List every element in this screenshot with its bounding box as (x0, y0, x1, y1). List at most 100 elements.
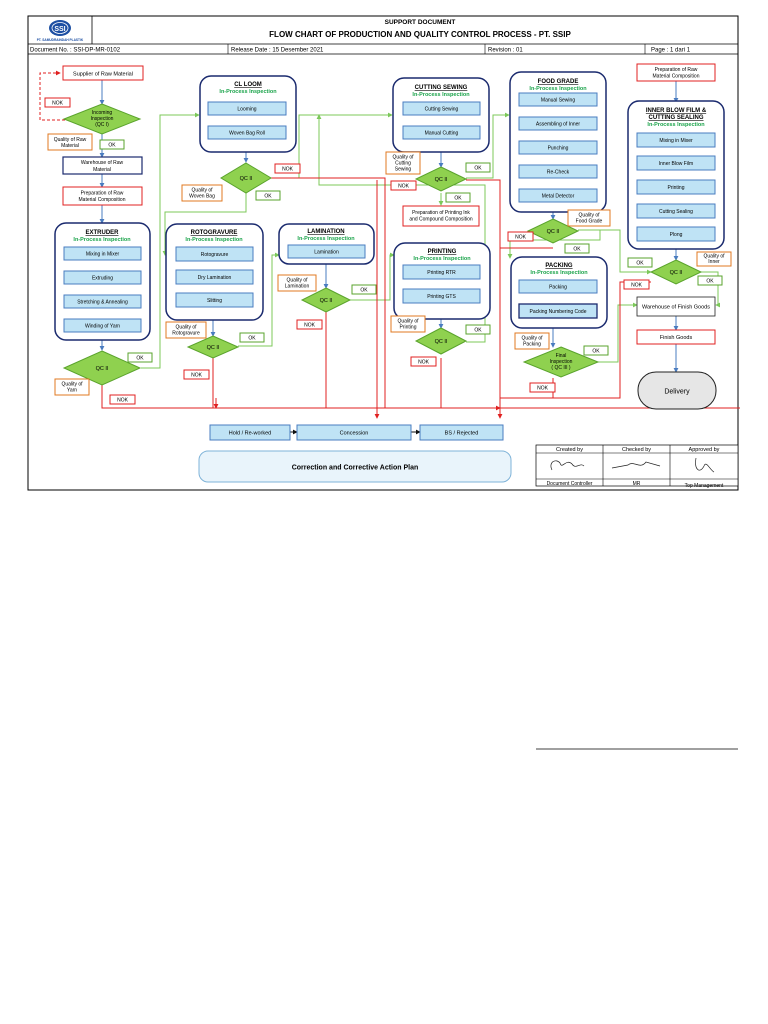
role-mr: MR (633, 481, 641, 487)
ok-badge (627, 257, 653, 268)
nok-text: NOK (537, 386, 549, 392)
disposition-concession: Concession (340, 431, 369, 437)
ok-badge (697, 275, 723, 286)
qc2-diamond-food (526, 218, 580, 244)
packing-title: PACKING (545, 263, 573, 269)
step-label: Metal Detector (542, 194, 575, 200)
cutting-title: CUTTING SEWING (415, 85, 468, 91)
ok-badge (351, 284, 377, 295)
signature-checked (611, 461, 661, 469)
disposition-rejected: BS / Rejected (445, 431, 479, 437)
quality-raw-line1: Quality of Raw (54, 137, 87, 143)
quality-printing-box (390, 315, 426, 333)
rotogravure-step: Rotogravure (175, 246, 254, 262)
warehouse-raw-box (62, 156, 143, 175)
inner-step: Mixing in Mixer (636, 132, 716, 148)
prep-raw-line1: Preparation of Raw (81, 191, 124, 197)
quality-lamination-box (277, 274, 317, 292)
supplier-box (62, 65, 144, 81)
warehouse-raw-line1: Warehouse of Raw (81, 160, 124, 166)
role-document-controller: Document Controller (547, 481, 593, 487)
qc2-label: QC II (435, 177, 448, 183)
lamination-step: Lamination (287, 244, 366, 259)
step-label: Printing RTR (427, 270, 456, 276)
qc3-line2: Inspection (550, 359, 573, 365)
qc2-label: QC II (547, 229, 560, 235)
inner-blow-section: Preparation of Raw Material Composition … (623, 63, 732, 290)
food-grade-section: FOOD GRADE In-Process Inspection Manual … (507, 71, 611, 254)
ok-badge (583, 345, 609, 356)
nok-badge (507, 231, 534, 242)
release-date: Release Date : 15 Desember 2021 (231, 48, 324, 54)
warehouse-finish-label: Warehouse of Finish Goods (642, 305, 710, 311)
nok-badge (274, 163, 301, 174)
ok-text: OK (592, 349, 600, 355)
ok-text: OK (474, 328, 482, 334)
food-step: Punching (518, 140, 598, 155)
logo-text: SSI (54, 26, 65, 33)
company-logo: SSI PT. SAMUDRAINDAH PLASTIK (37, 20, 84, 42)
company-name: PT. SAMUDRAINDAH PLASTIK (37, 38, 84, 42)
cutting-sewing-section: CUTTING SEWING In-Process Inspection Cut… (385, 77, 491, 227)
quality-yarn-box (54, 378, 90, 396)
step-label: Slitting (207, 298, 222, 304)
qc2-label: QC II (207, 345, 220, 351)
prep-ink-line2: and Compound Composition (409, 217, 473, 223)
quality-food-box (567, 209, 611, 227)
quality-line1: Quality of (397, 319, 419, 325)
quality-line2: Cutting (395, 161, 411, 167)
printing-step: Printing GTS (402, 288, 481, 304)
disposition-row: Hold / Re-worked Concession BS / Rejecte… (209, 424, 504, 441)
prep-raw-line2: Material Composition (79, 197, 126, 203)
step-label: Lamination (314, 250, 339, 256)
ok-text: OK (706, 279, 714, 285)
quality-line1: Quality of (61, 382, 83, 388)
cutting-step: Cutting Sewing (402, 101, 481, 116)
finish-goods-box (636, 329, 716, 345)
nok-badge-raw (44, 97, 71, 108)
extruder-subtitle: In-Process Inspection (73, 237, 131, 243)
step-label: Rotogravure (201, 252, 229, 258)
step-label: Stretching & Annealing (77, 300, 128, 306)
lamination-title: LAMINATION (307, 229, 344, 235)
extruder-step: Mixing in Mixer (63, 246, 142, 261)
ok-text: OK (264, 194, 272, 200)
inner-title-line1: INNER BLOW FILM & (646, 108, 707, 114)
nok-badge (109, 394, 136, 405)
page-title: FLOW CHART OF PRODUCTION AND QUALITY CON… (269, 30, 571, 39)
delivery-label: Delivery (664, 389, 690, 396)
quality-line2: Woven Bag (189, 194, 215, 200)
lamination-section: LAMINATION In-Process Inspection Laminat… (277, 223, 377, 330)
printing-step: Printing RTR (402, 264, 481, 280)
step-label: Printing GTS (427, 294, 456, 300)
quality-line2: Packing (523, 342, 541, 348)
printing-title: PRINTING (428, 249, 457, 255)
rotogravure-title: ROTOGRAVURE (191, 230, 238, 236)
qc1-line3: (QC I) (95, 122, 109, 128)
quality-woven-box (181, 184, 223, 202)
raw-material-section: Supplier of Raw Material Incoming Inspec… (44, 65, 144, 206)
extruder-step: Extruding (63, 270, 142, 285)
quality-inner-box (696, 251, 732, 267)
nok-text: NOK (631, 283, 643, 289)
doc-type: SUPPORT DOCUMENT (385, 19, 456, 26)
qc2-label: QC II (96, 366, 109, 372)
nok-badge (296, 319, 323, 330)
step-label: Re-Check (547, 170, 570, 176)
ok-badge (465, 324, 491, 335)
quality-line1: Quality of (286, 278, 308, 284)
food-step: Metal Detector (518, 188, 598, 203)
supplier-label: Supplier of Raw Material (73, 72, 133, 78)
qc3-diamond (522, 346, 600, 378)
qc2-label: QC II (240, 176, 253, 182)
quality-line1: Quality of (175, 325, 197, 331)
inner-step: Plong (636, 226, 716, 242)
nok-text: NOK (515, 235, 527, 241)
prep-raw-box (62, 186, 143, 206)
rotogravure-section: ROTOGRAVURE In-Process Inspection Rotogr… (165, 223, 265, 380)
cl-loom-subtitle: In-Process Inspection (219, 89, 277, 95)
nok-text: NOK (282, 167, 294, 173)
ok-badge (127, 352, 153, 363)
ok-text: OK (474, 166, 482, 172)
qc2-diamond-cutting (414, 166, 468, 192)
